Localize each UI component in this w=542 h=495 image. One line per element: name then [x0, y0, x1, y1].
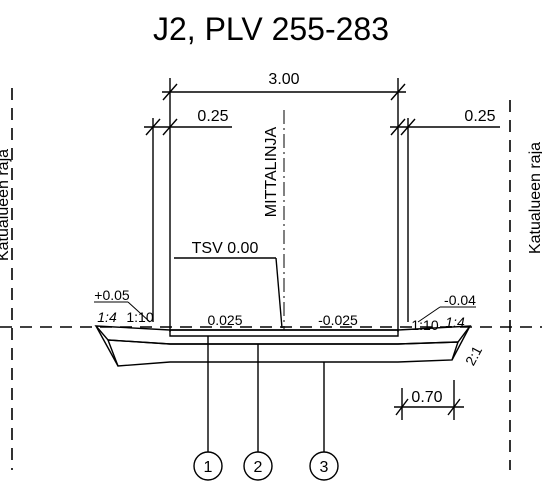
- centerline-label: MITTALINJA: [263, 126, 280, 217]
- layer-2-number: 2: [254, 459, 263, 476]
- dim-tick-total-right: [390, 83, 406, 101]
- dim-left-edge-label: 0.25: [197, 108, 228, 125]
- layer-3-marker: [309, 451, 339, 481]
- left-boundary-label: Katualueen raja: [0, 149, 12, 261]
- embankment-slope-label: 2:1: [462, 343, 485, 368]
- left-outer-slope-label: 1:4: [97, 309, 117, 325]
- cross-slope-right-label: -0.025: [318, 312, 358, 328]
- right-level-label: -0.04: [444, 292, 476, 308]
- left-level-label: +0.05: [94, 287, 130, 303]
- shoulder-width-label: 0.70: [411, 389, 442, 406]
- layer-2-marker: [243, 451, 273, 481]
- left-level-leader: [127, 301, 151, 323]
- left-inner-slope-label: 1:10: [126, 309, 153, 325]
- dim-tick-total-left: [162, 83, 178, 101]
- layer-1-number: 1: [204, 459, 213, 476]
- dim-tick-left-edge-2: [162, 118, 178, 136]
- dim-tick-shoulder-left: [395, 398, 409, 416]
- design-level-label: TSV 0.00: [192, 240, 259, 257]
- dim-total-label: 3.00: [268, 71, 299, 88]
- right-outer-slope-label: 1:4: [445, 314, 465, 330]
- dim-tick-shoulder-right: [447, 398, 461, 416]
- layer-1-marker: [193, 451, 223, 481]
- cross-slope-left-label: 0.025: [207, 312, 242, 328]
- subbase-layer: [106, 339, 459, 367]
- drawing-title: J2, PLV 255-283: [153, 11, 389, 47]
- right-foundation-slope: [451, 325, 471, 361]
- right-boundary-label: Katualueen raja: [527, 142, 542, 254]
- right-level-leader: [417, 306, 441, 323]
- dim-tick-left-edge-1: [145, 118, 161, 136]
- right-inner-slope-label: 1:10: [411, 317, 438, 333]
- surface-layer: [169, 329, 399, 337]
- dim-tick-right-edge-1: [390, 118, 406, 136]
- left-foundation-slope: [95, 325, 119, 367]
- dim-tick-right-edge-2: [400, 118, 416, 136]
- dim-right-edge-label: 0.25: [464, 108, 495, 125]
- layer-3-number: 3: [320, 459, 329, 476]
- level-leader-vertical: [275, 257, 283, 329]
